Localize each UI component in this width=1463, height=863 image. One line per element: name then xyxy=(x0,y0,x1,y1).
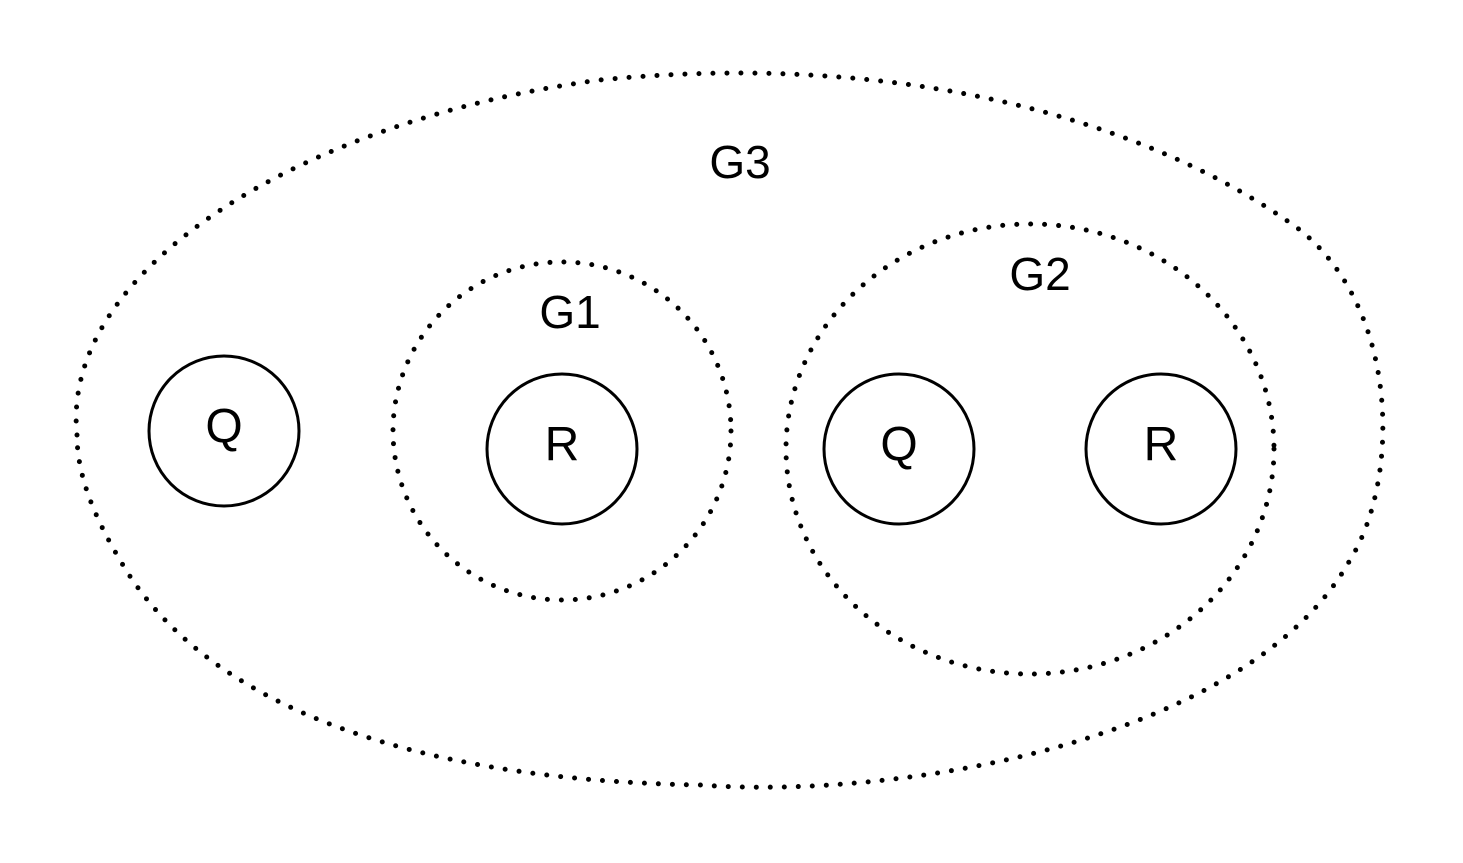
group-g2-boundary xyxy=(783,221,1277,677)
group-g3: G3 xyxy=(73,70,1386,790)
group-g3-boundary xyxy=(73,70,1386,790)
group-g1-label: G1 xyxy=(539,286,600,338)
node-label: Q xyxy=(880,419,917,472)
group-g3-label: G3 xyxy=(709,136,770,188)
node-label: R xyxy=(1144,419,1179,472)
node-q-standalone: Q xyxy=(147,354,301,508)
node-label: Q xyxy=(205,401,242,454)
group-g2: G2 xyxy=(783,221,1277,677)
node-circle xyxy=(485,372,639,526)
group-g2-label: G2 xyxy=(1009,248,1070,300)
node-r-in-g2: R xyxy=(1084,372,1238,526)
node-circle xyxy=(822,372,976,526)
group-g1: G1 xyxy=(390,259,734,603)
node-circle xyxy=(1084,372,1238,526)
node-q-in-g2: Q xyxy=(822,372,976,526)
node-r-in-g1: R xyxy=(485,372,639,526)
node-label: R xyxy=(545,419,580,472)
node-circle xyxy=(147,354,301,508)
group-g1-boundary xyxy=(390,259,734,603)
